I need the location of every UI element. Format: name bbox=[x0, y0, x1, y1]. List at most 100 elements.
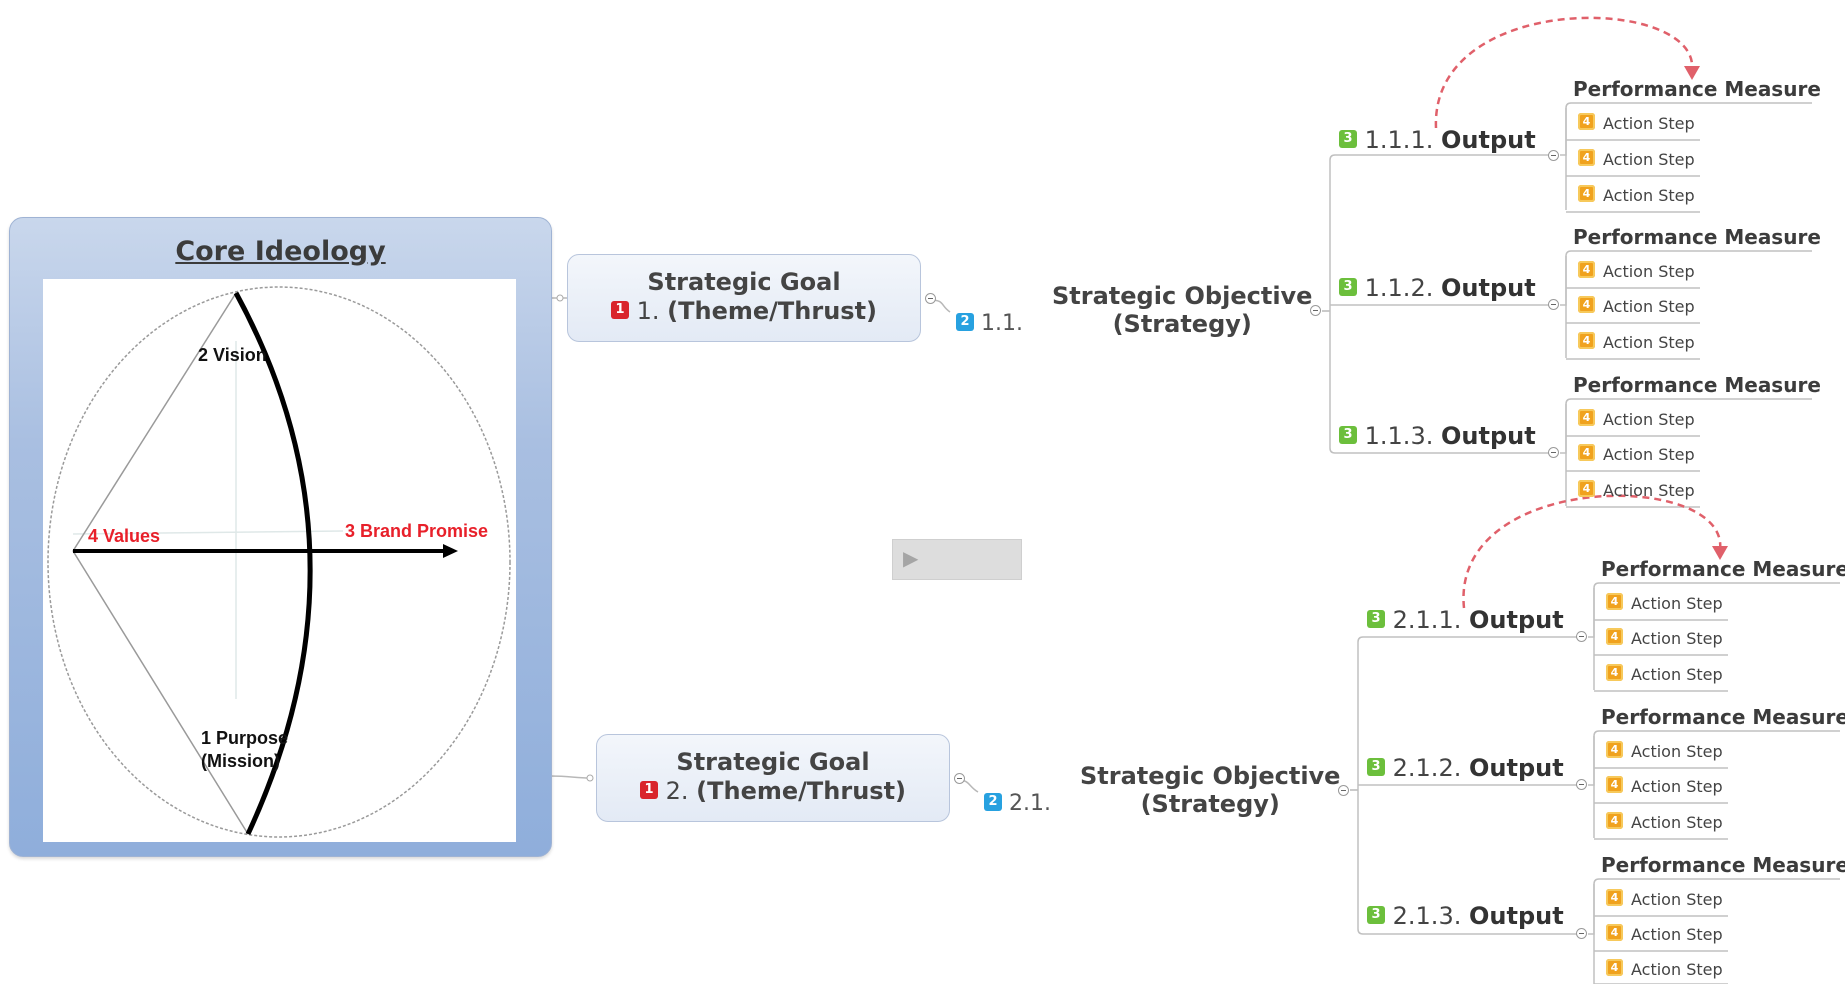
priority-4-icon: 4 bbox=[1606, 776, 1623, 793]
play-icon[interactable]: ▶ bbox=[903, 546, 919, 570]
priority-1-icon: 1 bbox=[610, 301, 629, 319]
priority-4-icon: 4 bbox=[1606, 924, 1623, 941]
output-2-1-1[interactable]: 3 2.1.1. Output bbox=[1367, 606, 1564, 634]
goal-title: Strategic Goal bbox=[647, 268, 841, 296]
priority-4-icon: 4 bbox=[1578, 149, 1595, 166]
priority-3-icon: 3 bbox=[1367, 758, 1385, 776]
goal-theme: (Theme/Thrust) bbox=[667, 297, 878, 325]
collapse-toggle[interactable] bbox=[1338, 785, 1349, 796]
core-ideology-diagram: 2 Vision 4 Values 3 Brand Promise 1 Purp… bbox=[43, 279, 516, 842]
priority-4-icon: 4 bbox=[1578, 113, 1595, 130]
priority-3-icon: 3 bbox=[1339, 130, 1357, 148]
collapse-toggle[interactable] bbox=[1310, 305, 1321, 316]
purpose-label: 1 Purpose bbox=[201, 728, 288, 748]
priority-4-icon: 4 bbox=[1606, 889, 1623, 906]
priority-2-icon: 2 bbox=[956, 313, 974, 331]
relationship-arrow-1 bbox=[1434, 16, 1694, 129]
output-1-1-3[interactable]: 3 1.1.3. Output bbox=[1339, 422, 1536, 450]
media-placeholder[interactable]: ▶ bbox=[892, 539, 1022, 580]
mission-label: (Mission) bbox=[201, 751, 280, 771]
goal-number: 1. bbox=[636, 297, 660, 325]
objective-title: Strategic Objective bbox=[1080, 762, 1341, 790]
goal-title: Strategic Goal bbox=[676, 748, 870, 776]
output-2-1-3[interactable]: 3 2.1.3. Output bbox=[1367, 902, 1564, 930]
priority-4-icon: 4 bbox=[1606, 664, 1623, 681]
performance-measure[interactable]: Performance Measure bbox=[1573, 225, 1821, 249]
priority-2-icon: 2 bbox=[984, 793, 1002, 811]
priority-4-icon: 4 bbox=[1578, 409, 1595, 426]
priority-3-icon: 3 bbox=[1367, 906, 1385, 924]
core-ideology-panel[interactable]: Core Ideology 2 Vision 4 Values 3 Brand … bbox=[9, 217, 552, 857]
output-1-1-1[interactable]: 3 1.1.1. Output bbox=[1339, 126, 1536, 154]
priority-4-icon: 4 bbox=[1578, 261, 1595, 278]
priority-4-icon: 4 bbox=[1606, 812, 1623, 829]
priority-4-icon: 4 bbox=[1578, 185, 1595, 202]
vision-label: 2 Vision bbox=[198, 345, 267, 365]
performance-measure[interactable]: Performance Measure bbox=[1601, 705, 1845, 729]
performance-measure[interactable]: Performance Measure bbox=[1601, 557, 1845, 581]
values-label: 4 Values bbox=[88, 526, 160, 546]
brand-promise-label: 3 Brand Promise bbox=[345, 521, 488, 541]
priority-4-icon: 4 bbox=[1578, 444, 1595, 461]
objective-number-2: 2 2.1. bbox=[984, 791, 1051, 816]
priority-1-icon: 1 bbox=[639, 781, 658, 799]
objective-subtitle: (Strategy) bbox=[1112, 310, 1252, 338]
objective-title: Strategic Objective bbox=[1052, 282, 1313, 310]
priority-4-icon: 4 bbox=[1578, 296, 1595, 313]
priority-3-icon: 3 bbox=[1367, 610, 1385, 628]
collapse-toggle[interactable] bbox=[954, 773, 965, 784]
priority-4-icon: 4 bbox=[1578, 332, 1595, 349]
core-ideology-title: Core Ideology bbox=[175, 236, 386, 267]
priority-3-icon: 3 bbox=[1339, 278, 1357, 296]
output-2-1-2[interactable]: 3 2.1.2. Output bbox=[1367, 754, 1564, 782]
goal-number: 2. bbox=[665, 777, 689, 805]
relationship-arrow-2 bbox=[1462, 494, 1722, 609]
output-1-1-2[interactable]: 3 1.1.2. Output bbox=[1339, 274, 1536, 302]
strategic-objective-2[interactable]: Strategic Objective (Strategy) bbox=[1080, 762, 1340, 818]
goal-theme-line: 1 2. (Theme/Thrust) bbox=[597, 777, 949, 805]
goal-theme-line: 1 1. (Theme/Thrust) bbox=[568, 297, 920, 325]
priority-3-icon: 3 bbox=[1339, 426, 1357, 444]
priority-4-icon: 4 bbox=[1606, 741, 1623, 758]
performance-measure[interactable]: Performance Measure bbox=[1573, 373, 1821, 397]
collapse-toggle[interactable] bbox=[1548, 299, 1559, 310]
goal-theme: (Theme/Thrust) bbox=[696, 777, 907, 805]
collapse-toggle[interactable] bbox=[1548, 150, 1559, 161]
priority-4-icon: 4 bbox=[1606, 959, 1623, 976]
strategic-objective-1[interactable]: Strategic Objective (Strategy) bbox=[1052, 282, 1312, 338]
strategic-goal-2[interactable]: Strategic Goal 1 2. (Theme/Thrust) bbox=[596, 734, 950, 822]
priority-4-icon: 4 bbox=[1606, 628, 1623, 645]
collapse-toggle[interactable] bbox=[1548, 447, 1559, 458]
objective-number-1: 2 1.1. bbox=[956, 311, 1023, 336]
collapse-toggle[interactable] bbox=[925, 293, 936, 304]
priority-4-icon: 4 bbox=[1606, 593, 1623, 610]
collapse-toggle[interactable] bbox=[1576, 779, 1587, 790]
bow-arrow-diagram: 2 Vision 4 Values 3 Brand Promise 1 Purp… bbox=[47, 286, 511, 838]
priority-4-icon: 4 bbox=[1578, 480, 1595, 497]
performance-measure[interactable]: Performance Measure bbox=[1573, 77, 1821, 101]
performance-measure[interactable]: Performance Measure bbox=[1601, 853, 1845, 877]
collapse-toggle[interactable] bbox=[1576, 928, 1587, 939]
collapse-toggle[interactable] bbox=[1576, 631, 1587, 642]
strategic-goal-1[interactable]: Strategic Goal 1 1. (Theme/Thrust) bbox=[567, 254, 921, 342]
objective-subtitle: (Strategy) bbox=[1140, 790, 1280, 818]
